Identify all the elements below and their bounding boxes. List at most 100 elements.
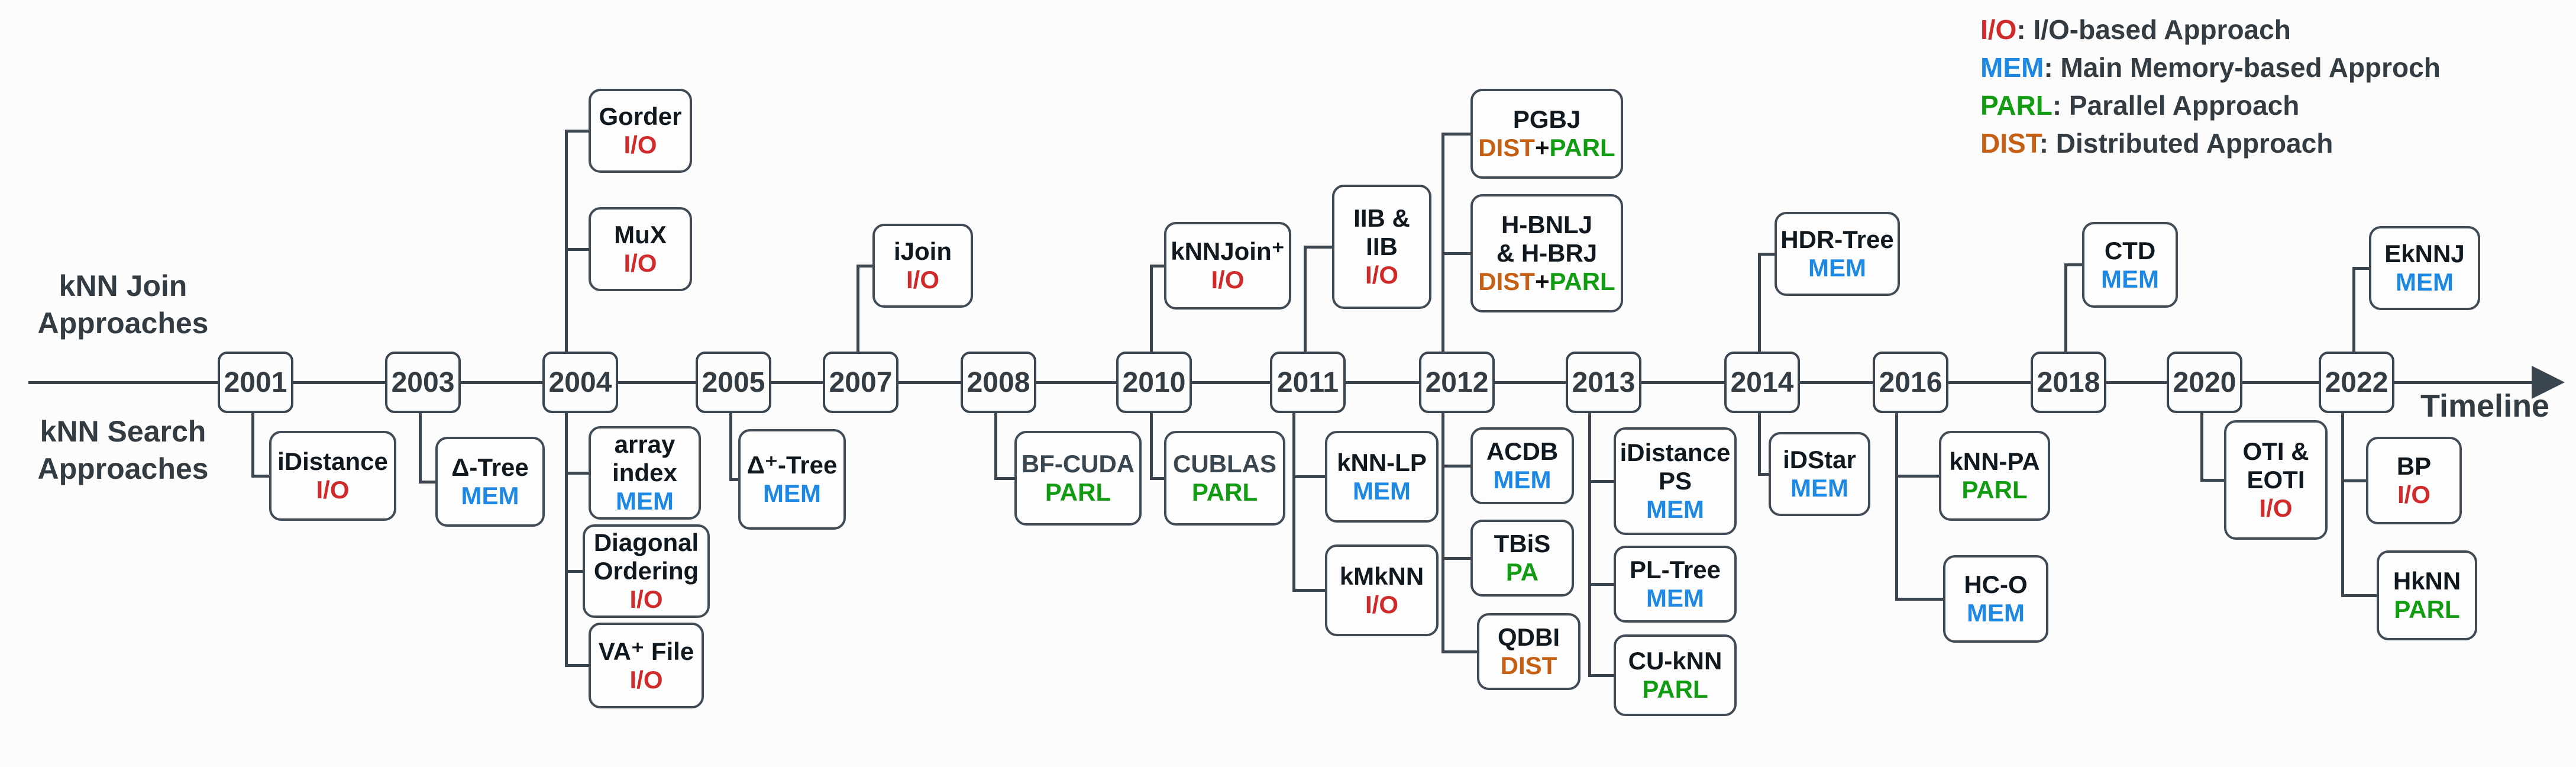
track-label-line: kNN Join: [59, 269, 188, 302]
method-title: BP: [2396, 452, 2432, 481]
connector-trunk-2010-above: [1149, 264, 1153, 355]
legend-item-parl: PARL: Parallel Approach: [1980, 86, 2441, 124]
method-title: HDR-Tree: [1780, 225, 1894, 254]
year-2022: 2022: [2319, 352, 2394, 413]
connector-stub-acdb: [1441, 464, 1472, 468]
method-category-tag: MEM: [1353, 477, 1411, 505]
method-title: iDistance: [277, 447, 388, 476]
method-category-tag: MEM: [763, 479, 821, 508]
category-mem: MEM: [763, 479, 821, 507]
connector-stub-delta-tree: [418, 480, 437, 484]
method-title: kMkNN: [1339, 562, 1424, 590]
category-io: I/O: [1365, 260, 1398, 289]
year-2016: 2016: [1873, 352, 1948, 413]
method-title: CUBLAS: [1173, 450, 1276, 478]
method-title: kNN-PA: [1949, 447, 2040, 476]
method-category-tag: DIST: [1501, 652, 1557, 680]
method-category-tag: I/O: [629, 585, 662, 614]
connector-stub-bp: [2341, 479, 2368, 482]
method-category-tag: I/O: [623, 249, 657, 278]
method-category-tag: MEM: [1646, 495, 1704, 524]
connector-trunk-2012-below: [1441, 410, 1444, 653]
connector-stub-oti-eoti: [2200, 478, 2226, 482]
method-category-tag: PARL: [1192, 478, 1258, 507]
connector-stub-iib-iib: [1303, 245, 1334, 249]
category-mem: MEM: [1646, 584, 1704, 612]
track-label-line: Approaches: [37, 452, 209, 485]
connector-trunk-2020-below: [2200, 410, 2203, 482]
method-title: TBiS: [1494, 530, 1551, 558]
method-title: HC-O: [1964, 571, 2028, 599]
year-2005: 2005: [696, 352, 771, 413]
method-knnjoin-plus: kNNJoin⁺I/O: [1164, 222, 1291, 310]
category-io: I/O: [906, 266, 939, 294]
method-title: index: [612, 459, 677, 487]
connector-stub-idistance: [251, 474, 271, 478]
year-2004: 2004: [542, 352, 618, 413]
category-parl: PARL: [1642, 675, 1708, 703]
connector-trunk-2007-above: [856, 264, 859, 355]
method-title: EkNNJ: [2384, 240, 2465, 268]
category-mem: MEM: [461, 482, 519, 510]
method-title: PGBJ: [1512, 105, 1581, 134]
method-category-tag: PARL: [2394, 595, 2459, 624]
method-category-tag: I/O: [629, 666, 662, 694]
method-title: H-BNLJ: [1501, 211, 1592, 239]
method-category-tag: MEM: [1646, 584, 1704, 613]
legend-description: : Parallel Approach: [2052, 90, 2300, 121]
connector-stub-knnjoin-plus: [1149, 264, 1166, 268]
year-2013: 2013: [1566, 352, 1641, 413]
legend-code: I/O: [1980, 14, 2017, 45]
method-category-tag: I/O: [623, 131, 657, 159]
category-plus: +: [1534, 267, 1550, 295]
method-title: BF-CUDA: [1021, 450, 1135, 478]
connector-stub-h-bnlj-h-brj: [1441, 252, 1472, 255]
method-category-tag: MEM: [1808, 254, 1866, 282]
timeline-axis-label: Timeline: [2420, 388, 2550, 424]
legend-description: : Distributed Approach: [2039, 128, 2333, 159]
year-2007: 2007: [823, 352, 898, 413]
connector-stub-cublas: [1149, 476, 1166, 480]
connector-stub-gorder: [564, 129, 590, 133]
year-2018: 2018: [2031, 352, 2106, 413]
method-title: IIB: [1366, 233, 1398, 261]
method-title: iDistance: [1620, 439, 1731, 467]
category-parl: PARL: [1191, 478, 1258, 506]
connector-stub-pgbj: [1441, 132, 1472, 136]
method-category-tag: I/O: [2259, 494, 2292, 523]
legend-code: DIST: [1980, 128, 2040, 159]
category-mem: MEM: [1790, 474, 1848, 502]
method-category-tag: I/O: [2397, 481, 2430, 509]
legend-code: MEM: [1980, 52, 2044, 83]
connector-stub-idstar: [1757, 472, 1770, 476]
method-title: OTI &: [2242, 437, 2309, 466]
method-title: iDStar: [1783, 446, 1856, 474]
method-category-tag: I/O: [1365, 591, 1398, 619]
year-2003: 2003: [385, 352, 461, 413]
category-parl: PARL: [1961, 476, 2028, 504]
connector-trunk-2022-below: [2341, 410, 2344, 597]
category-dist: DIST: [1478, 134, 1535, 162]
connector-stub-bf-cuda: [994, 476, 1016, 480]
connector-trunk-2016-below: [1895, 410, 1898, 601]
method-title: Δ⁺-Tree: [746, 451, 838, 479]
method-title: IIB &: [1353, 204, 1410, 233]
connector-trunk-2013-below: [1588, 410, 1591, 677]
connector-stub-pl-tree: [1588, 582, 1615, 586]
connector-stub-hknn: [2341, 594, 2378, 597]
connector-trunk-2004-above: [564, 129, 568, 355]
